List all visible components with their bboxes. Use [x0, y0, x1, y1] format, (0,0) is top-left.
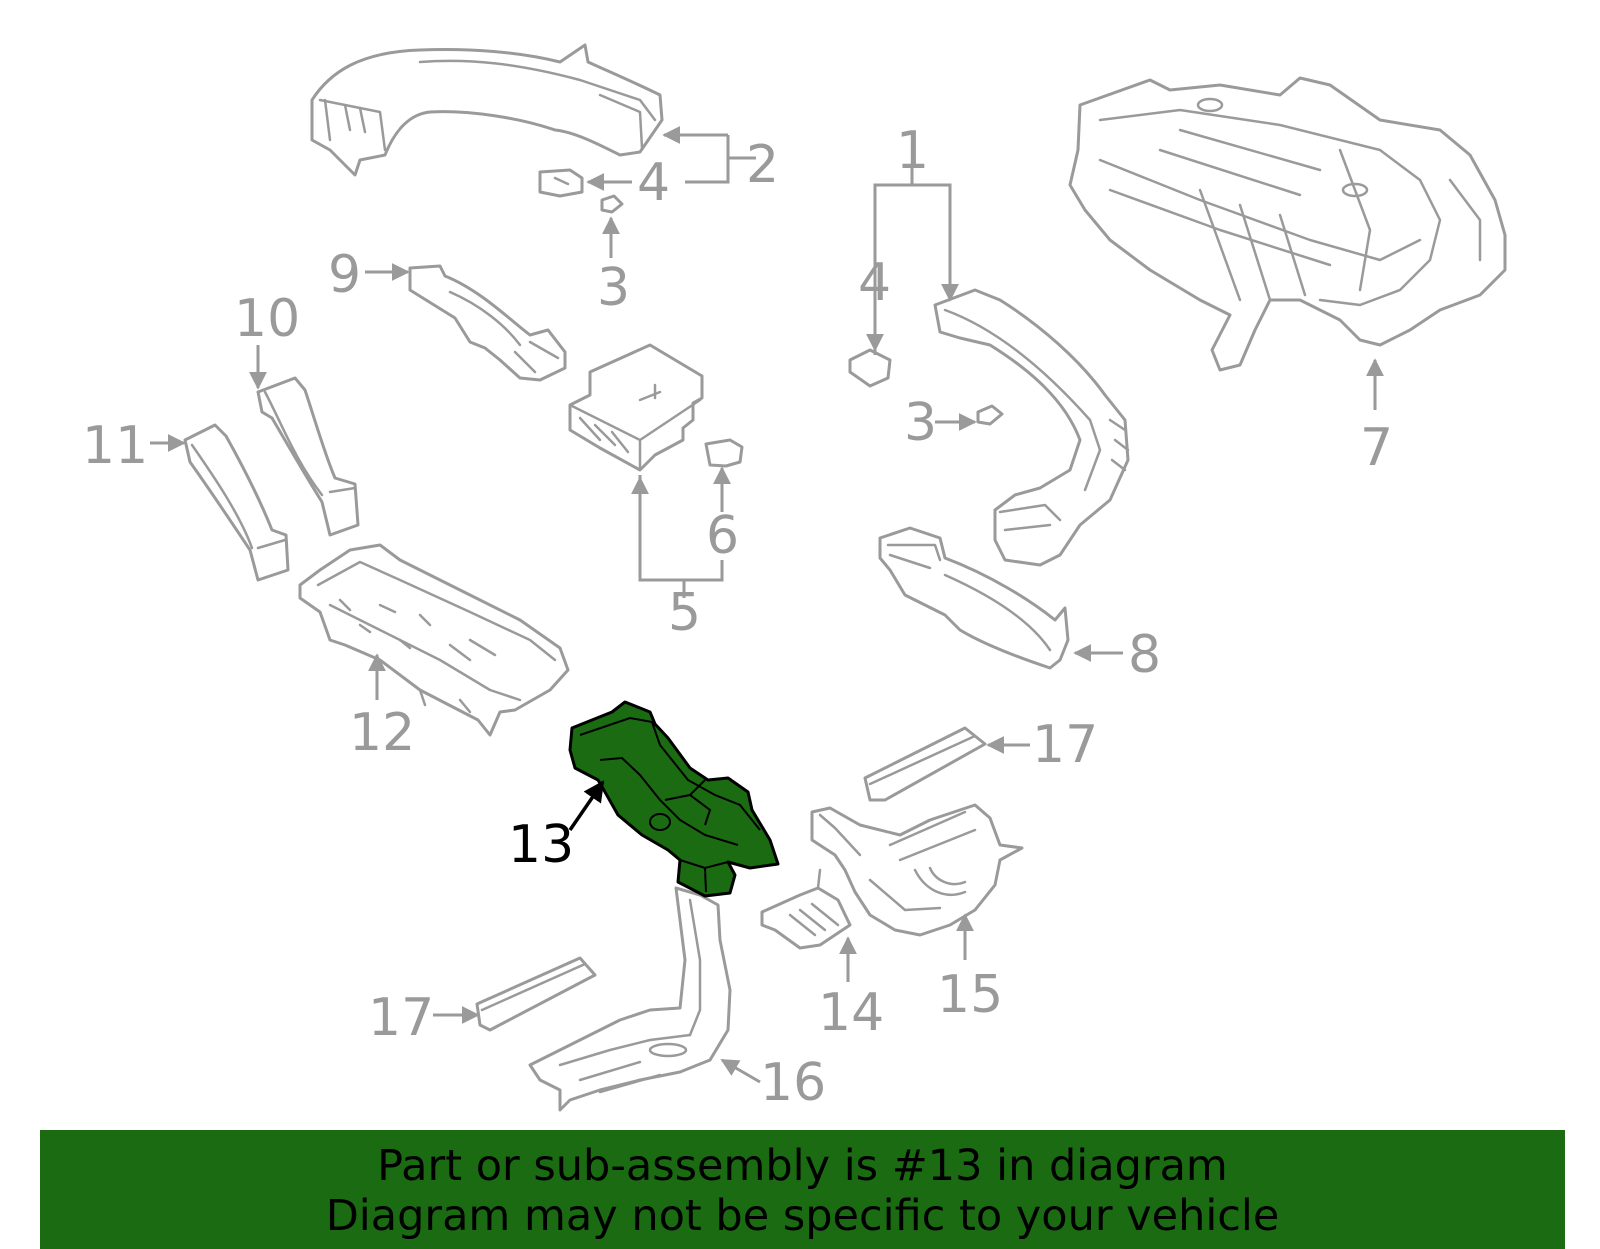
callout-6: 6 — [706, 506, 739, 566]
callout-7: 7 — [1360, 418, 1393, 478]
callout-13: 13 — [508, 815, 574, 875]
info-banner: Part or sub-assembly is #13 in diagram D… — [40, 1130, 1565, 1249]
callout-2: 2 — [746, 135, 779, 195]
callout-16: 16 — [760, 1053, 826, 1113]
callout-17-right: 17 — [1032, 715, 1098, 775]
part-5-module — [568, 343, 704, 472]
callout-8: 8 — [1128, 625, 1161, 685]
part-12-frame — [298, 543, 570, 737]
callout-labels: 1 2 4 3 9 10 11 12 5 6 4 3 7 8 17 13 15 … — [82, 121, 1393, 1113]
part-15-housing — [810, 803, 1024, 937]
callout-9: 9 — [328, 245, 361, 305]
callout-17-left: 17 — [368, 988, 434, 1048]
part-14-vent — [760, 868, 852, 950]
part-4-clip-top — [538, 168, 584, 198]
callout-11: 11 — [82, 416, 148, 476]
callout-12: 12 — [349, 703, 415, 763]
callout-3-top: 3 — [597, 258, 630, 318]
part-4-clip-right — [848, 348, 892, 388]
banner-line-2: Diagram may not be specific to your vehi… — [325, 1191, 1280, 1241]
part-3-clip-right — [976, 404, 1004, 426]
part-9-duct — [408, 264, 567, 382]
part-7-hvac-housing — [1068, 76, 1507, 372]
callout-4-top: 4 — [637, 153, 670, 213]
part-6-clip — [704, 438, 744, 468]
part-11-duct — [183, 423, 290, 582]
part-8-duct — [878, 526, 1070, 670]
callout-3-right: 3 — [904, 393, 937, 453]
part-16-floor-duct — [528, 886, 732, 1112]
part-17-strip-left — [475, 956, 597, 1032]
callout-14: 14 — [818, 983, 884, 1043]
callout-4-right: 4 — [858, 253, 891, 313]
part-17-strip-right — [863, 726, 987, 802]
part-10-duct — [256, 376, 360, 537]
part-2-upper-duct — [310, 43, 664, 177]
part-3-clip-top — [600, 194, 624, 214]
callout-1: 1 — [896, 121, 929, 181]
callout-5: 5 — [668, 583, 701, 643]
leader-lines — [150, 126, 1384, 1084]
banner-line-1: Part or sub-assembly is #13 in diagram — [377, 1141, 1228, 1191]
part-1-curved-duct — [933, 288, 1130, 567]
part-13-highlighted-duct — [568, 700, 780, 898]
callout-10: 10 — [234, 289, 300, 349]
callout-15: 15 — [937, 965, 1003, 1025]
